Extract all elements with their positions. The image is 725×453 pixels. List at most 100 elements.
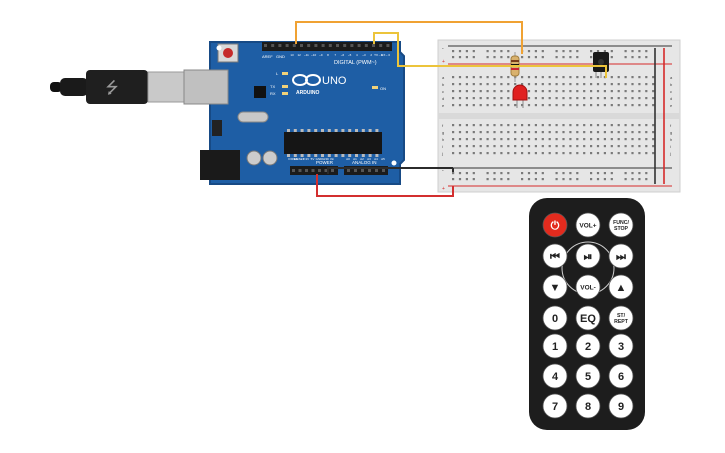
breadboard-hole[interactable] <box>631 83 634 86</box>
breadboard-hole[interactable] <box>652 138 655 141</box>
breadboard-hole[interactable] <box>610 138 613 141</box>
breadboard-hole[interactable] <box>493 138 496 141</box>
breadboard-hole[interactable] <box>527 56 531 59</box>
breadboard-hole[interactable] <box>590 131 593 134</box>
breadboard-hole[interactable] <box>507 124 510 127</box>
breadboard-hole[interactable] <box>541 131 544 134</box>
breadboard-hole[interactable] <box>652 152 655 155</box>
breadboard-hole[interactable] <box>521 76 524 79</box>
breadboard-hole[interactable] <box>631 50 634 53</box>
breadboard-hole[interactable] <box>638 138 641 141</box>
breadboard-hole[interactable] <box>507 172 510 175</box>
breadboard-hole[interactable] <box>590 172 593 175</box>
breadboard-hole[interactable] <box>603 104 606 107</box>
breadboard-hole[interactable] <box>507 145 510 148</box>
breadboard-hole[interactable] <box>555 104 558 107</box>
remote-button-face[interactable] <box>575 333 601 359</box>
breadboard-hole[interactable] <box>514 131 517 134</box>
wire-orange-d13-to-resistor[interactable] <box>295 21 523 54</box>
digital-pin-hole[interactable] <box>278 44 282 47</box>
breadboard-hole[interactable] <box>507 50 510 53</box>
remote-button-digit-6[interactable]: 6 <box>608 363 634 389</box>
breadboard-hole[interactable] <box>472 124 475 127</box>
breadboard-hole[interactable] <box>603 138 606 141</box>
breadboard-hole[interactable] <box>458 138 462 141</box>
breadboard-hole[interactable] <box>631 152 634 155</box>
breadboard-hole[interactable] <box>638 178 641 181</box>
breadboard-hole[interactable] <box>465 152 468 155</box>
breadboard-hole[interactable] <box>596 124 600 127</box>
analog-pin-hole[interactable] <box>375 169 378 172</box>
breadboard-hole[interactable] <box>548 76 551 79</box>
breadboard-hole[interactable] <box>548 124 551 127</box>
breadboard-hole[interactable] <box>507 97 510 100</box>
breadboard-hole[interactable] <box>458 83 462 86</box>
remote-button-digit-0[interactable]: 0 <box>542 305 568 331</box>
remote-button-digit-9[interactable]: 9 <box>608 393 634 419</box>
remote-button-face[interactable] <box>608 333 634 359</box>
breadboard-hole[interactable] <box>631 76 634 79</box>
breadboard-hole[interactable] <box>645 172 648 175</box>
breadboard-hole[interactable] <box>590 124 593 127</box>
breadboard-hole[interactable] <box>479 152 482 155</box>
breadboard-hole[interactable] <box>507 90 510 93</box>
breadboard-hole[interactable] <box>541 56 544 59</box>
breadboard-hole[interactable] <box>458 172 462 175</box>
breadboard-hole[interactable] <box>569 83 572 86</box>
breadboard-hole[interactable] <box>548 104 551 107</box>
breadboard-hole[interactable] <box>493 76 496 79</box>
remote-button-face[interactable] <box>542 212 568 238</box>
breadboard-hole[interactable] <box>590 138 593 141</box>
remote-button-face[interactable] <box>608 274 634 300</box>
breadboard-hole[interactable] <box>555 97 558 100</box>
breadboard-hole[interactable] <box>555 83 558 86</box>
digital-pin-hole[interactable] <box>386 44 390 47</box>
breadboard-hole[interactable] <box>645 178 648 181</box>
breadboard-hole[interactable] <box>555 152 558 155</box>
breadboard-hole[interactable] <box>631 131 634 134</box>
analog-pin-hole[interactable] <box>347 169 350 172</box>
breadboard-hole[interactable] <box>458 97 462 100</box>
breadboard-hole[interactable] <box>555 76 558 79</box>
breadboard-hole[interactable] <box>465 50 468 53</box>
remote-button-face[interactable] <box>575 305 601 331</box>
breadboard-hole[interactable] <box>569 90 572 93</box>
breadboard-hole[interactable] <box>569 172 572 175</box>
breadboard-hole[interactable] <box>624 131 627 134</box>
breadboard-hole[interactable] <box>521 124 524 127</box>
breadboard-hole[interactable] <box>638 124 641 127</box>
breadboard-hole[interactable] <box>638 152 641 155</box>
breadboard-hole[interactable] <box>603 172 606 175</box>
breadboard-hole[interactable] <box>465 83 468 86</box>
wire-yellow-d2-to-ir-signal[interactable] <box>373 32 607 78</box>
breadboard-hole[interactable] <box>610 56 613 59</box>
breadboard-hole[interactable] <box>555 50 558 53</box>
breadboard-hole[interactable] <box>486 124 489 127</box>
breadboard-hole[interactable] <box>610 124 613 127</box>
breadboard-hole[interactable] <box>527 76 531 79</box>
breadboard-hole[interactable] <box>617 83 620 86</box>
breadboard-hole[interactable] <box>562 152 565 155</box>
power-pin-hole[interactable] <box>298 169 302 172</box>
breadboard-hole[interactable] <box>472 152 475 155</box>
breadboard-hole[interactable] <box>486 76 489 79</box>
breadboard-hole[interactable] <box>452 178 455 181</box>
breadboard-hole[interactable] <box>541 76 544 79</box>
breadboard-hole[interactable] <box>479 145 482 148</box>
breadboard-hole[interactable] <box>645 145 648 148</box>
breadboard-hole[interactable] <box>472 104 475 107</box>
breadboard-hole[interactable] <box>534 56 537 59</box>
breadboard-hole[interactable] <box>603 50 606 53</box>
breadboard-hole[interactable] <box>583 90 586 93</box>
breadboard-hole[interactable] <box>652 145 655 148</box>
breadboard-hole[interactable] <box>583 138 586 141</box>
breadboard-hole[interactable] <box>458 178 462 181</box>
breadboard-hole[interactable] <box>617 131 620 134</box>
breadboard-hole[interactable] <box>638 50 641 53</box>
remote-button-digit-7[interactable]: 7 <box>542 393 568 419</box>
breadboard-hole[interactable] <box>541 145 544 148</box>
breadboard-hole[interactable] <box>500 172 503 175</box>
breadboard-hole[interactable] <box>562 172 565 175</box>
breadboard-hole[interactable] <box>562 97 565 100</box>
